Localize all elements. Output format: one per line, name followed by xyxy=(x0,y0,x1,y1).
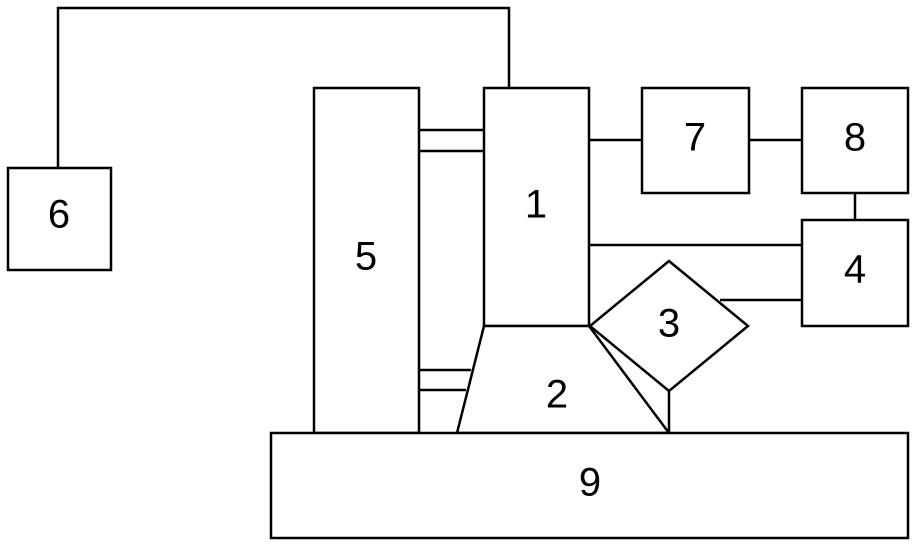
block-6 xyxy=(6,166,113,272)
label-block-8: 8 xyxy=(844,116,866,160)
label-block-4: 4 xyxy=(844,248,866,292)
block-7 xyxy=(640,86,751,195)
connector-6-to-1 xyxy=(56,6,511,168)
label-block-6: 6 xyxy=(48,193,70,237)
block-5 xyxy=(312,86,421,435)
block-4 xyxy=(800,218,910,328)
label-block-3: 3 xyxy=(658,302,680,346)
label-block-7: 7 xyxy=(684,116,706,160)
block-8 xyxy=(800,86,910,195)
label-block-2: 2 xyxy=(546,373,568,417)
label-block-9: 9 xyxy=(579,461,601,505)
label-block-5: 5 xyxy=(355,235,377,279)
block-3-diamond xyxy=(588,259,750,393)
block-9 xyxy=(269,431,910,540)
label-block-1: 1 xyxy=(525,183,547,227)
